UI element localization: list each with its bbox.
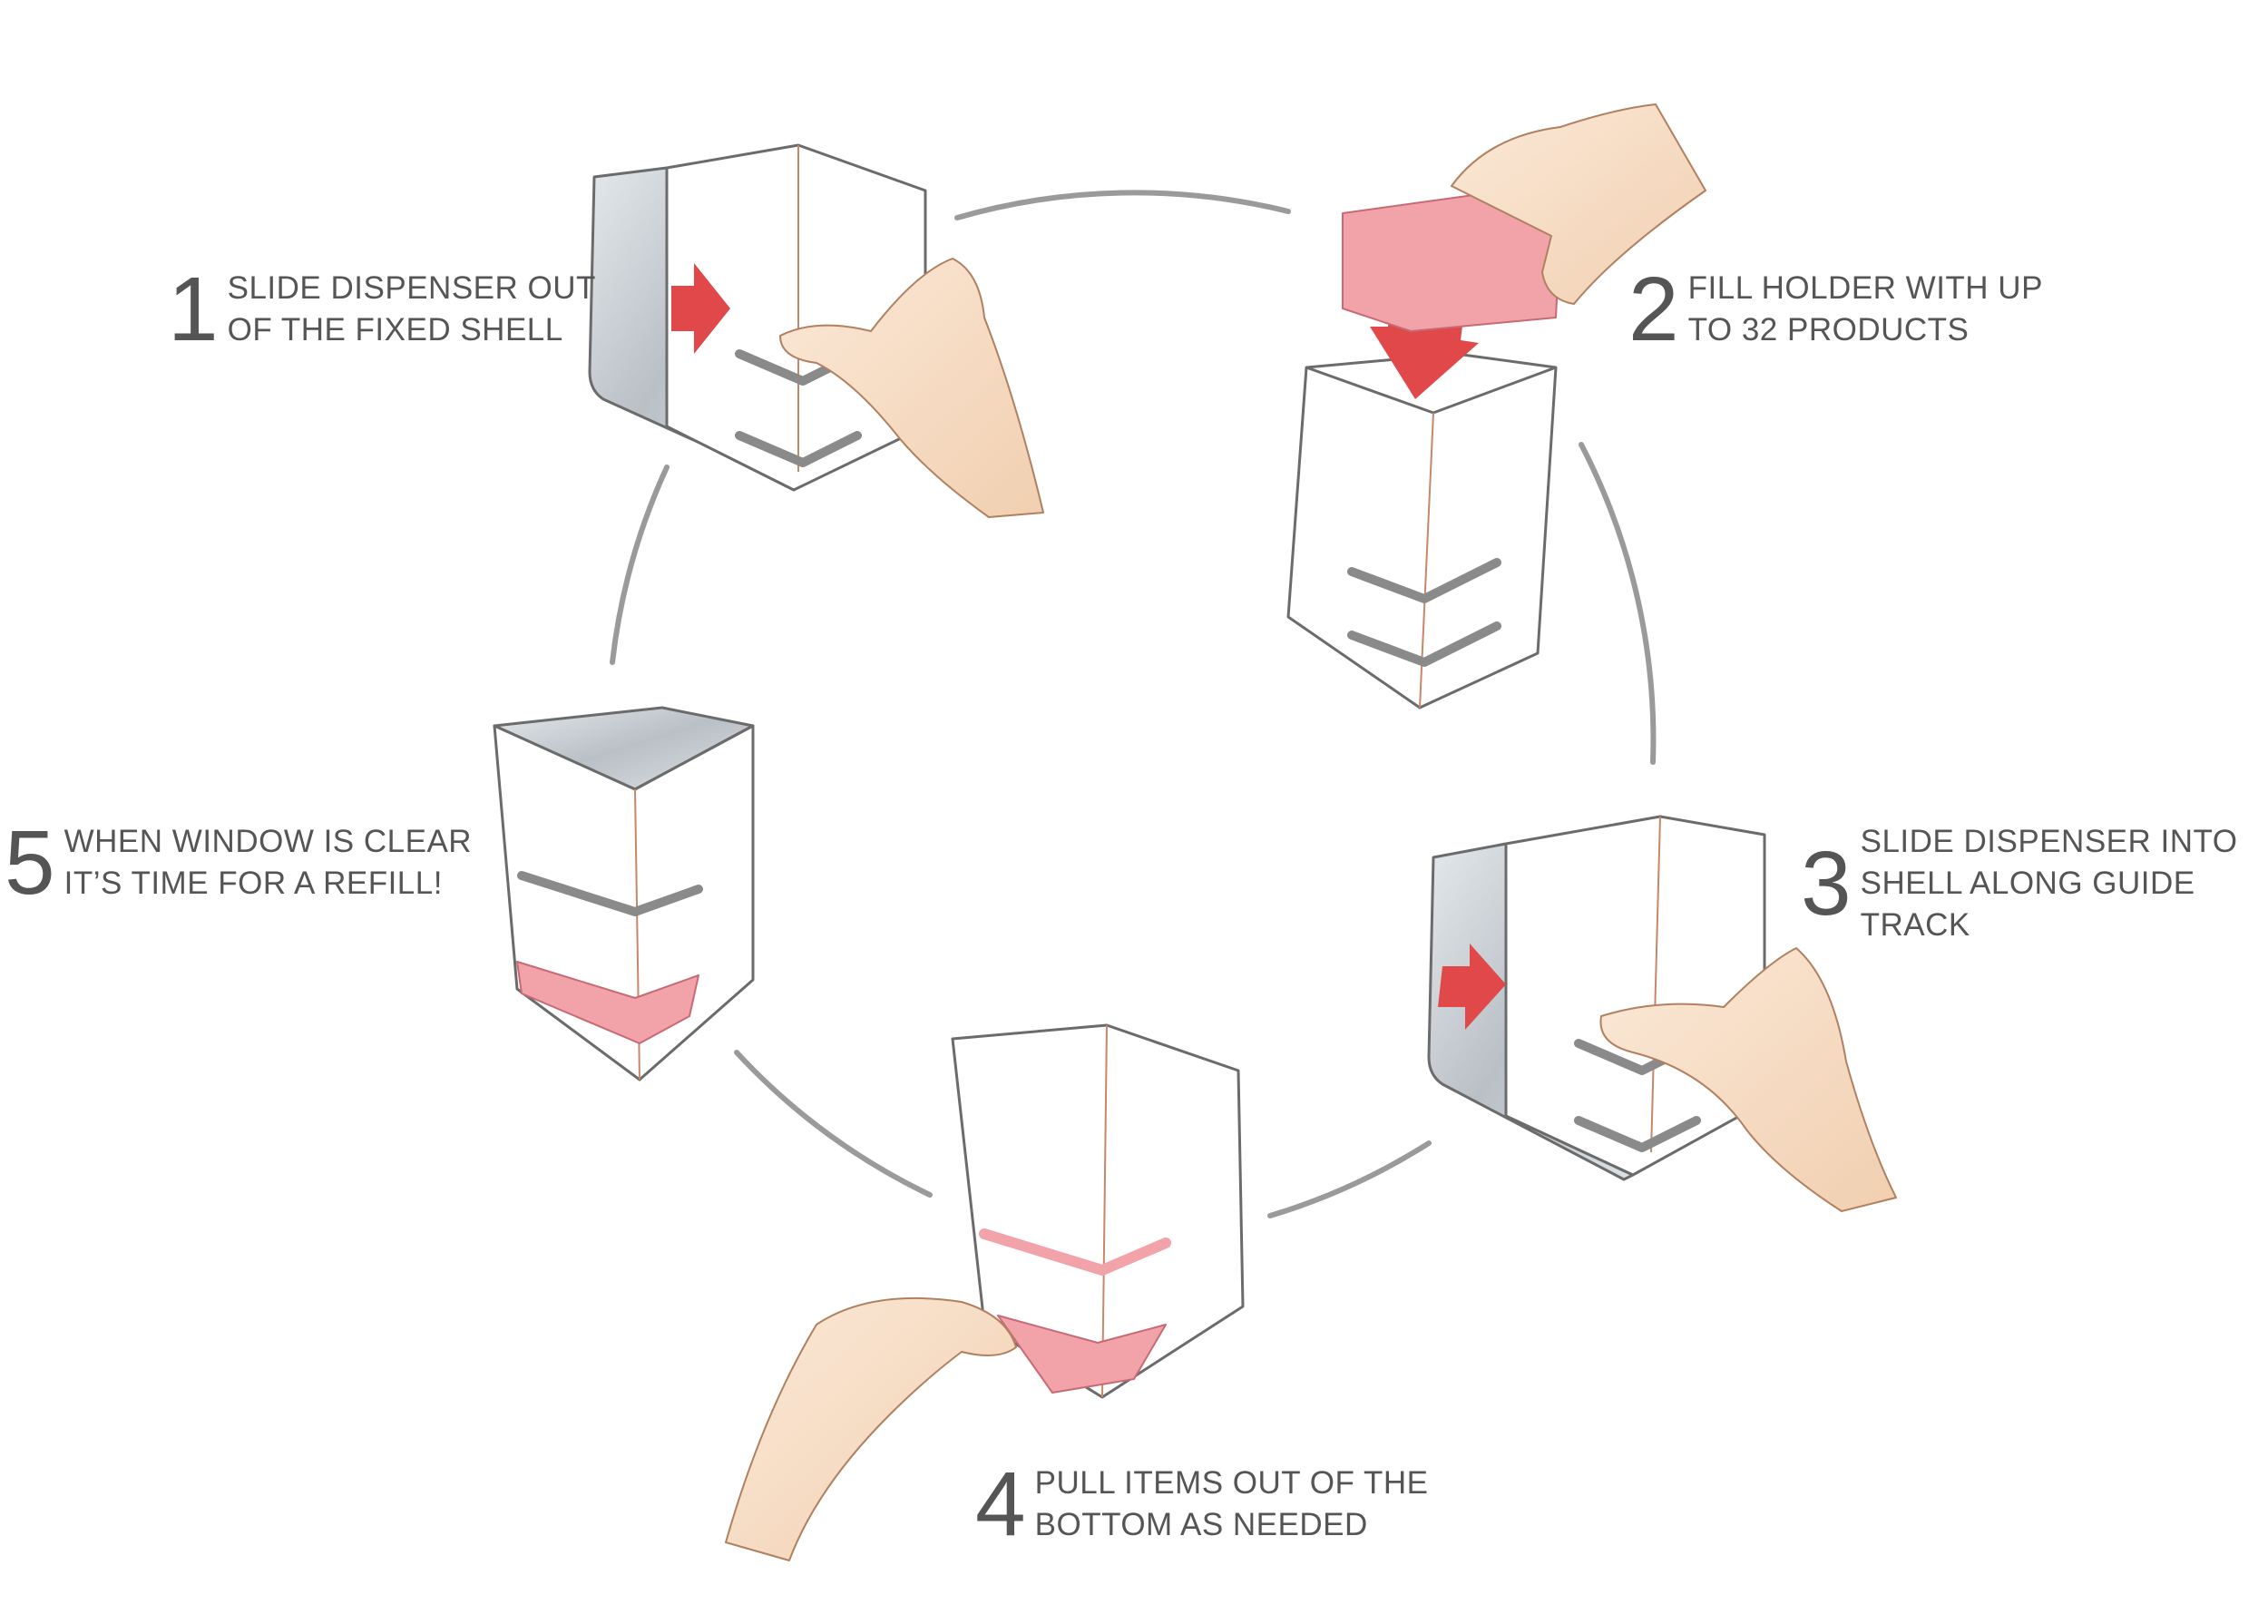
cycle-arc-3-4 (1267, 1140, 1432, 1218)
step-number: 3 (1801, 833, 1852, 934)
step2-illustration (1286, 103, 1706, 709)
step4-illustration (725, 1023, 1245, 1561)
step-text-line: TO 32 PRODUCTS (1687, 312, 1970, 347)
step-number: 4 (975, 1453, 1026, 1555)
dispenser-box (1504, 815, 1766, 1177)
cycle-arc-2-3 (1579, 442, 1657, 765)
step-5-label: 5 WHEN WINDOW IS CLEAR IT’S TIME FOR A R… (5, 812, 473, 914)
cycle-arcs (610, 190, 1657, 1218)
hand-icon (1451, 103, 1706, 305)
step1-illustration (588, 143, 1044, 518)
product-sheet (997, 1315, 1167, 1394)
step-text-line: IT’S TIME FOR A REFILL! (64, 866, 443, 901)
step-4-label: 4 PULL ITEMS OUT OF THE BOTTOM AS NEEDED (975, 1453, 1429, 1555)
step-3-label: 3 SLIDE DISPENSER INTO SHELL ALONG GUIDE… (1801, 821, 2268, 946)
step-number: 2 (1628, 259, 1679, 360)
hand-icon (725, 1296, 1017, 1561)
step-text-line: SHELL ALONG GUIDE TRACK (1860, 866, 2195, 943)
step-number: 5 (5, 812, 55, 914)
step-2-label: 2 FILL HOLDER WITH UP TO 32 PRODUCTS (1628, 259, 2043, 360)
step-1-label: 1 SLIDE DISPENSER OUT OF THE FIXED SHELL (168, 259, 596, 360)
cycle-arc-5-1 (610, 465, 670, 665)
cycle-arc-4-5 (734, 1050, 933, 1198)
step3-illustration (1427, 815, 1897, 1212)
step-text-line: OF THE FIXED SHELL (227, 312, 563, 347)
cycle-arc-1-2 (954, 190, 1291, 220)
product-stack-low (516, 961, 699, 1044)
step-number: 1 (168, 259, 219, 360)
hand-icon (779, 258, 1044, 518)
step-text-line: WHEN WINDOW IS CLEAR (64, 824, 473, 859)
hand-icon (1599, 947, 1897, 1212)
right-arrow-icon (671, 263, 730, 354)
left-arrow-icon (1438, 944, 1506, 1030)
step-text-line: SLIDE DISPENSER OUT (227, 270, 596, 306)
step-text-line: SLIDE DISPENSER INTO (1860, 824, 2238, 859)
step-text-line: BOTTOM AS NEEDED (1034, 1507, 1368, 1542)
step5-illustration (493, 706, 755, 1081)
step-text-line: PULL ITEMS OUT OF THE (1034, 1465, 1429, 1501)
step-text-line: FILL HOLDER WITH UP (1687, 270, 2043, 306)
